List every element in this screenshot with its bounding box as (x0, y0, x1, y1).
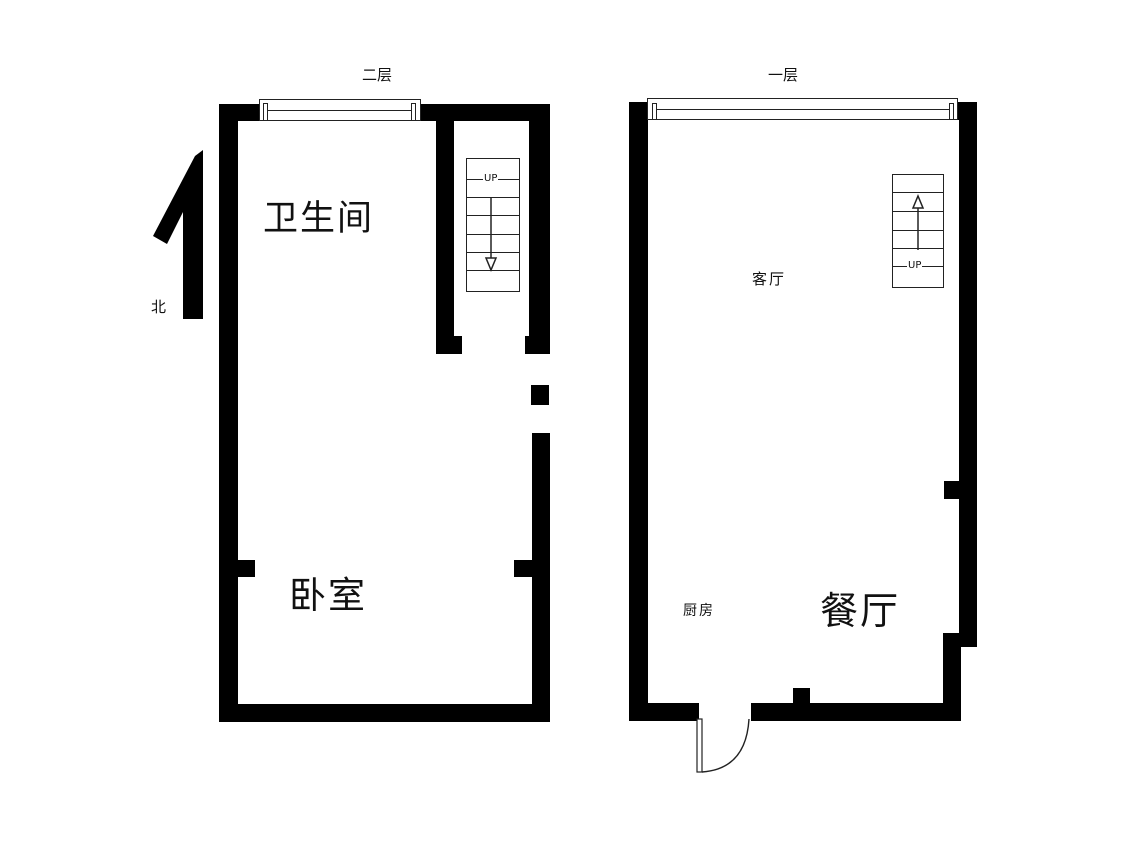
stair-arrow-down-icon (484, 198, 498, 272)
wall-right-lower (943, 633, 961, 721)
north-label: 北 (151, 298, 167, 316)
floor-title-first: 一层 (768, 66, 799, 84)
wall-left (629, 102, 648, 720)
window-jamb (949, 103, 954, 120)
wall-top-left (219, 104, 264, 121)
wall-stair-partition (436, 104, 454, 354)
window-first-top (647, 98, 958, 120)
room-label-bedroom: 卧室 (289, 574, 367, 617)
wall-right-upper (529, 104, 550, 354)
wall-bedroom-stub-right (514, 560, 550, 577)
wall-top-left-cap (629, 102, 651, 120)
window-jamb (263, 103, 268, 121)
floor-title-second: 二层 (362, 66, 393, 84)
wall-right-mid (531, 385, 549, 405)
wall-bottom-right (751, 703, 961, 721)
stair-arrow-up-icon (911, 194, 925, 250)
wall-right-lower (532, 433, 550, 722)
room-label-living-room: 客厅 (752, 270, 787, 288)
wall-bottom (219, 704, 550, 722)
north-arrow-icon (153, 150, 203, 319)
wall-stair-stub-right (525, 336, 535, 354)
wall-bottom-stub (793, 688, 810, 706)
room-label-kitchen: 厨房 (683, 603, 715, 619)
wall-right-upper (959, 102, 977, 647)
window-second-top (259, 99, 421, 121)
wall-stair-stub-left (436, 336, 462, 354)
stair-up-label: UP (907, 260, 923, 271)
wall-left (219, 104, 238, 722)
wall-bedroom-stub-left (219, 560, 255, 577)
entrance-door-icon (696, 718, 750, 773)
stair-up-label: UP (483, 173, 499, 184)
window-jamb (652, 103, 657, 120)
wall-right-stub (944, 481, 964, 499)
staircase-second: UP (466, 158, 520, 292)
room-label-bathroom: 卫生间 (263, 199, 375, 239)
room-label-dining-room: 餐厅 (820, 589, 901, 633)
wall-bottom-left (629, 703, 699, 721)
window-jamb (411, 103, 416, 121)
